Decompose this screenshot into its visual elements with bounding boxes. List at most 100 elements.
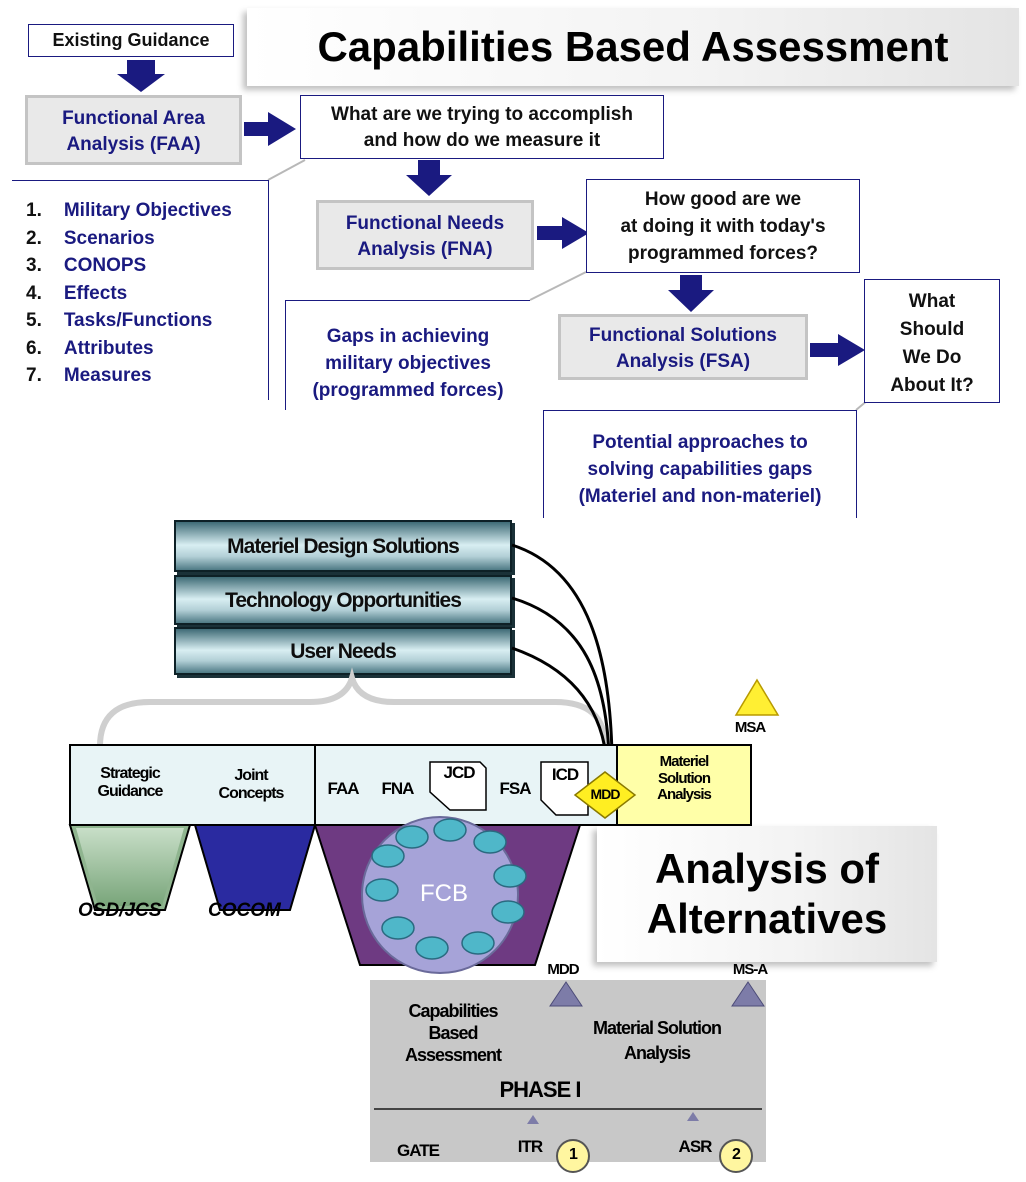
- fsa-output-line-1: Potential approaches to: [592, 432, 808, 453]
- cocom-funnel: [193, 824, 317, 911]
- fna-box: Functional Needs Analysis (FNA): [316, 200, 534, 270]
- strategic-guidance-label: Strategic Guidance: [97, 765, 164, 800]
- fcb-member: [371, 844, 405, 868]
- fcb-member: [415, 936, 449, 960]
- fsa-line-1: Functional Solutions: [589, 325, 777, 346]
- fcb-member: [473, 830, 507, 854]
- fna-question-line-2: at doing it with today's: [620, 216, 826, 237]
- phase-mdd-label: MDD: [547, 961, 579, 978]
- fsa-label: FSA: [499, 779, 532, 798]
- gate-1-circle: [556, 1139, 590, 1173]
- jcd-label: JCD: [443, 763, 475, 782]
- arrow-down-3: [668, 275, 714, 312]
- fcb-member: [381, 916, 415, 940]
- mdd-diamond-label: MDD: [590, 786, 621, 802]
- faa-output-1: 1.Military Objectives: [26, 200, 232, 221]
- cba-title: Capabilities Based Assessment: [247, 8, 1019, 86]
- faa-line-2: Analysis (FAA): [66, 134, 201, 155]
- faa-question-box: What are we trying to accomplish and how…: [300, 95, 664, 159]
- gate-label: GATE: [397, 1141, 440, 1160]
- fcb-member: [365, 878, 399, 902]
- msa-triangle: [734, 678, 780, 716]
- gate-1-number: 1: [569, 1146, 578, 1163]
- fna-output-line-1: Gaps in achieving: [326, 326, 490, 347]
- arrow-right-2: [537, 217, 589, 249]
- faa-label: FAA: [327, 779, 360, 798]
- faa-output-4: 4.Effects: [26, 282, 128, 304]
- faa-line-1: Functional Area: [62, 108, 205, 129]
- fna-line-1: Functional Needs: [345, 213, 505, 234]
- fna-label: FNA: [381, 779, 415, 798]
- fsa-question-box: What Should We Do About It?: [864, 279, 1000, 403]
- fna-question-box: How good are we at doing it with today's…: [586, 179, 860, 273]
- itr-triangle: [527, 1115, 539, 1124]
- ms-a-label: MSA: [734, 719, 766, 736]
- fsa-question-line-1: What: [908, 291, 956, 312]
- arrow-right-1: [244, 112, 296, 146]
- fcb-member: [461, 931, 495, 955]
- user-needs-brace: [97, 667, 608, 747]
- fsa-output-line-2: solving capabilities gaps: [587, 459, 813, 480]
- faa-box: Functional Area Analysis (FAA): [25, 95, 242, 165]
- osd-funnel-shade: [76, 828, 184, 906]
- faa-output-7: 7.Measures: [26, 365, 152, 386]
- fna-question-line-3: programmed forces?: [627, 243, 819, 264]
- user-needs-box: User Needs: [174, 627, 512, 675]
- technology-opportunities-box: Technology Opportunities: [174, 575, 512, 625]
- fcb-member: [491, 900, 525, 924]
- fcb-label: FCB: [420, 880, 468, 907]
- fsa-question-line-4: About It?: [890, 375, 974, 396]
- fsa-output-box: Potential approaches to solving capabili…: [543, 410, 857, 518]
- joint-concepts-label: Joint Concepts: [218, 767, 285, 802]
- phase-i-label: PHASE I: [499, 1077, 581, 1102]
- asr-triangle: [687, 1112, 699, 1121]
- arrow-down-1: [117, 60, 165, 92]
- faa-outputs-list: 1.Military Objectives 2.Scenarios 3.CONO…: [12, 180, 269, 400]
- aoa-title-line-1: Analysis of: [654, 845, 880, 892]
- gate-2-circle: [719, 1139, 753, 1173]
- fsa-output-line-3: (Materiel and non-materiel): [578, 486, 822, 507]
- fna-output-box: Gaps in achieving military objectives (p…: [285, 300, 530, 410]
- jcd-document: [429, 761, 487, 811]
- arrow-right-3: [810, 334, 865, 366]
- phase-ms-a-label: MS-A: [732, 961, 768, 978]
- asr-label: ASR: [678, 1137, 713, 1156]
- faa-question-line-1: What are we trying to accomplish: [331, 104, 633, 125]
- fsa-line-2: Analysis (FSA): [615, 351, 751, 372]
- fcb-member: [395, 825, 429, 849]
- phase-graphics: [370, 980, 766, 1173]
- mdd-diamond: [573, 771, 637, 819]
- mdd-phase-triangle: [549, 981, 583, 1007]
- gate-2-number: 2: [732, 1146, 741, 1163]
- fcb-members: [365, 818, 527, 960]
- jcids-graphics: [68, 543, 780, 974]
- fsa-question-line-3: We Do: [902, 347, 962, 368]
- fsa-question-line-2: Should: [899, 319, 965, 340]
- fcb-member: [433, 818, 467, 842]
- fna-output-line-2: military objectives: [325, 353, 491, 374]
- ms-a-phase-triangle: [731, 981, 765, 1007]
- icd-document: [540, 761, 589, 816]
- cocom-label: COCOM: [208, 900, 281, 921]
- materiel-design-solutions-box: Materiel Design Solutions: [174, 520, 512, 572]
- existing-guidance-box: Existing Guidance: [28, 24, 234, 57]
- fcb-member: [493, 864, 527, 888]
- faa-question-line-2: and how do we measure it: [363, 130, 601, 151]
- fna-output-line-3: (programmed forces): [312, 380, 504, 401]
- icd-label: ICD: [551, 765, 579, 784]
- faa-output-3: 3.CONOPS: [26, 255, 147, 276]
- msa-band-label: Materiel Solution Analysis: [657, 753, 712, 803]
- faa-output-5: 5.Tasks/Functions: [26, 310, 213, 331]
- faa-output-6: 6.Attributes: [26, 337, 154, 359]
- aoa-title: Analysis of Alternatives: [597, 826, 937, 962]
- phase-cba-label: Capabilities Based Assessment: [404, 1001, 502, 1065]
- osd-jcs-label: OSD/JCS: [78, 900, 162, 921]
- aoa-title-line-2: Alternatives: [646, 895, 888, 942]
- fna-question-line-1: How good are we: [644, 189, 802, 210]
- phase-msa-label: Material Solution Analysis: [592, 1018, 722, 1063]
- faa-output-2: 2.Scenarios: [26, 227, 155, 249]
- itr-label: ITR: [517, 1137, 543, 1156]
- cba-arrows: [117, 60, 869, 411]
- fsa-box: Functional Solutions Analysis (FSA): [558, 314, 808, 380]
- fna-line-2: Analysis (FNA): [357, 239, 493, 260]
